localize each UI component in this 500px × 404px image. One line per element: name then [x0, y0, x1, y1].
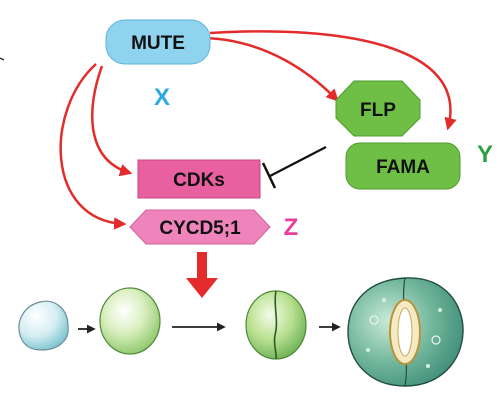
repression-fama-to-cdks [269, 146, 327, 177]
stomata-guard-cells-icon [347, 277, 464, 387]
arrow-mute-to-fama [209, 30, 457, 131]
tag-y: Y [477, 141, 493, 168]
repression-bar [261, 162, 277, 189]
node-fama-label: FAMA [376, 157, 430, 178]
division-down-arrow [186, 252, 218, 298]
node-mute-label: MUTE [131, 33, 185, 54]
gmc-cell-icon [99, 287, 161, 355]
arrow-mute-to-cycd [59, 63, 127, 230]
node-cdks: CDKs [137, 159, 261, 199]
arrow-mute-to-flp [204, 36, 339, 102]
node-flp-label: FLP [360, 100, 396, 121]
node-flp: FLP [335, 80, 421, 137]
tag-z: Z [284, 214, 299, 241]
node-fama: FAMA [345, 142, 461, 190]
node-cycd-label: CYCD5;1 [159, 218, 241, 239]
node-cycd: CYCD5;1 [129, 209, 271, 245]
node-cdks-label: CDKs [173, 170, 225, 191]
meristemoid-cell-icon [18, 300, 69, 351]
divided-gmc-icon [245, 290, 307, 360]
arrow-mute-to-cdks [91, 65, 133, 177]
edge-mark [0, 57, 5, 61]
tag-x: X [154, 84, 170, 111]
node-mute: MUTE [105, 19, 211, 65]
